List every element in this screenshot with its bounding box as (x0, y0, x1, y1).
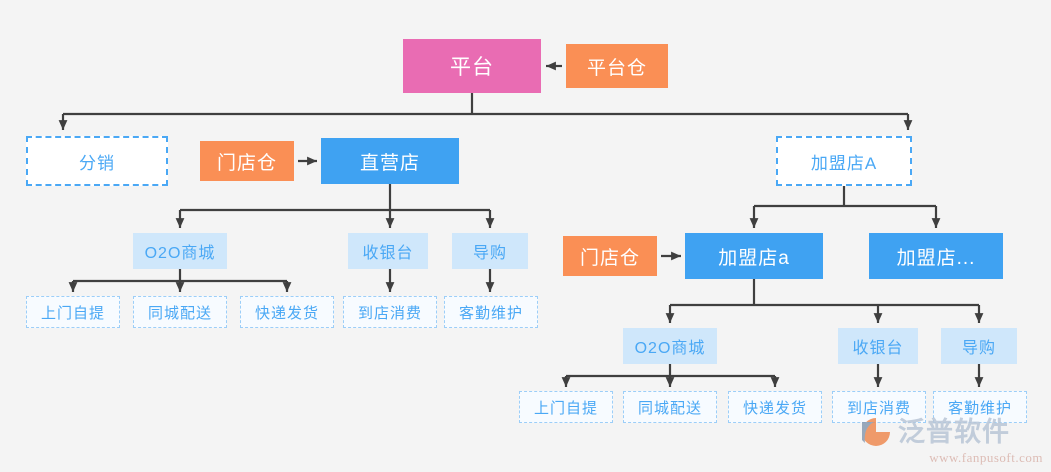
node-cashier-left[interactable]: 收银台 (348, 233, 428, 269)
node-citydeliv-right[interactable]: 同城配送 (623, 391, 717, 423)
node-direct-store[interactable]: 直营店 (321, 138, 459, 184)
node-instore-left[interactable]: 到店消费 (343, 296, 437, 328)
node-service-left[interactable]: 客勤维护 (444, 296, 538, 328)
node-pickup-right[interactable]: 上门自提 (519, 391, 613, 423)
node-store-wh-left[interactable]: 门店仓 (200, 141, 294, 181)
node-guide-right[interactable]: 导购 (941, 328, 1017, 364)
watermark: 泛普软件 www.fanpusoft.com (858, 416, 1043, 468)
watermark-url: www.fanpusoft.com (929, 450, 1043, 465)
node-citydeliv-left[interactable]: 同城配送 (133, 296, 227, 328)
node-platform-wh[interactable]: 平台仓 (566, 44, 668, 88)
node-distribution[interactable]: 分销 (26, 136, 168, 186)
node-guide-left[interactable]: 导购 (452, 233, 528, 269)
node-franchise-more[interactable]: 加盟店... (869, 233, 1003, 279)
node-o2o-left[interactable]: O2O商城 (133, 233, 227, 269)
node-pickup-left[interactable]: 上门自提 (26, 296, 120, 328)
node-service-right[interactable]: 客勤维护 (933, 391, 1027, 423)
node-o2o-right[interactable]: O2O商城 (623, 328, 717, 364)
node-express-left[interactable]: 快递发货 (240, 296, 334, 328)
node-franchise-A[interactable]: 加盟店A (776, 136, 912, 186)
node-platform[interactable]: 平台 (403, 39, 541, 93)
node-instore-right[interactable]: 到店消费 (832, 391, 926, 423)
node-express-right[interactable]: 快递发货 (728, 391, 822, 423)
node-franchise-a[interactable]: 加盟店a (685, 233, 823, 279)
node-cashier-right[interactable]: 收银台 (838, 328, 918, 364)
node-store-wh-right[interactable]: 门店仓 (563, 236, 657, 276)
